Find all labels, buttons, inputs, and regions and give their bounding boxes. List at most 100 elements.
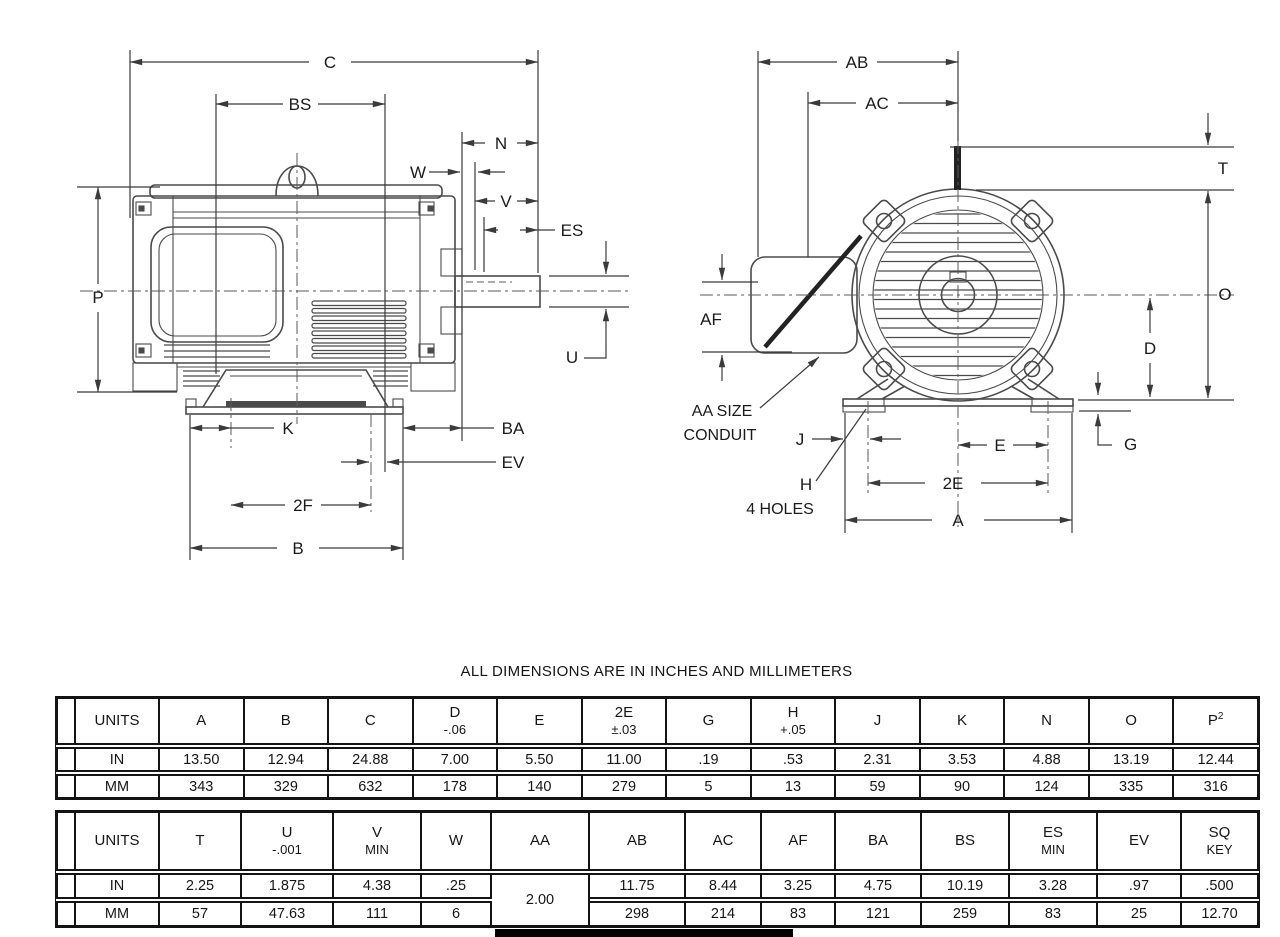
dim-label-w: W	[410, 163, 426, 182]
col-header-u: U-.001	[242, 811, 334, 871]
dim-value: 1.875	[242, 873, 334, 899]
dim-label-p: P	[92, 288, 103, 307]
motor-dimension-drawing: C BS N W V ES	[77, 50, 1234, 560]
col-header-af: AF	[762, 811, 836, 871]
dim-label-h: H	[800, 475, 812, 494]
dim-label-g: G	[1124, 435, 1137, 454]
col-header-w: W	[422, 811, 492, 871]
dim-value: 5	[667, 774, 752, 799]
dim-value: 7.00	[413, 747, 499, 772]
dim-label-k: K	[282, 419, 294, 438]
dim-value: 12.94	[244, 747, 330, 772]
col-header-units: UNITS	[76, 811, 160, 871]
dim-value: 279	[582, 774, 668, 799]
dim-value: 12.70	[1182, 901, 1259, 927]
col-header-bs: BS	[922, 811, 1010, 871]
col-header-b: B	[244, 697, 330, 745]
dim-value: .500	[1182, 873, 1259, 899]
unit-cell: IN	[76, 873, 160, 899]
dim-label-o: O	[1218, 285, 1231, 304]
table-row-inches: IN 2.25 1.875 4.38 .25 2.00 11.75 8.44 3…	[56, 873, 1259, 927]
annotation-conduit-line1: AA SIZE	[692, 403, 752, 420]
dim-label-d: D	[1144, 339, 1156, 358]
front-view-motor-outline	[700, 141, 1234, 527]
dim-label-ev: EV	[502, 453, 525, 472]
dim-label-es: ES	[561, 221, 584, 240]
col-header-c: C	[329, 697, 414, 745]
dim-value: 4.75	[836, 873, 922, 899]
col-header-ac: AC	[686, 811, 762, 871]
dim-value: 4.88	[1005, 747, 1090, 772]
dim-value: 13.19	[1089, 747, 1175, 772]
spacer-cell	[56, 811, 76, 871]
dim-value: 3.53	[920, 747, 1006, 772]
dimensions-table-primary: UNITS A B C D-.06 E 2E±.03 G H+.05 J K N…	[55, 696, 1260, 800]
col-header-2e: 2E±.03	[582, 697, 668, 745]
partial-table-edge-bar	[495, 929, 793, 937]
dim-value: .97	[1098, 873, 1182, 899]
dim-value: 12.44	[1174, 747, 1259, 772]
unit-cell: MM	[76, 774, 160, 799]
side-view-dimensions: C BS N W V ES	[77, 50, 629, 560]
spacer-cell	[56, 774, 76, 799]
dim-value: 298	[590, 901, 686, 927]
spacer-cell	[56, 873, 76, 899]
dim-value: 316	[1174, 774, 1259, 799]
dim-value: 47.63	[242, 901, 334, 927]
col-header-j: J	[836, 697, 921, 745]
col-header-aa: AA	[492, 811, 590, 871]
dim-value: 83	[1010, 901, 1098, 927]
col-header-o: O	[1089, 697, 1175, 745]
dim-value: 59	[836, 774, 921, 799]
table-row-millimeters: MM 57 47.63 111 6 298 214 83 121 259 83 …	[56, 901, 1259, 927]
unit-cell: MM	[76, 901, 160, 927]
dim-value: 4.38	[334, 873, 422, 899]
dim-label-e: E	[994, 436, 1005, 455]
dim-value: 90	[920, 774, 1006, 799]
dim-label-t: T	[1218, 159, 1228, 178]
dim-value: 6	[422, 901, 492, 927]
dim-value: .53	[751, 747, 837, 772]
dim-value: 2.31	[836, 747, 921, 772]
dim-value: 214	[686, 901, 762, 927]
dim-value: 11.75	[590, 873, 686, 899]
dim-value: 124	[1005, 774, 1090, 799]
dim-label-c: C	[324, 53, 336, 72]
spacer-cell	[56, 697, 76, 745]
dim-label-a: A	[952, 511, 964, 530]
col-header-k: K	[920, 697, 1006, 745]
col-header-g: G	[667, 697, 752, 745]
dim-value: 121	[836, 901, 922, 927]
dim-value: 25	[1098, 901, 1182, 927]
col-header-ab: AB	[590, 811, 686, 871]
side-view-motor-outline	[80, 153, 632, 424]
dim-label-bs: BS	[289, 95, 312, 114]
spacer-cell	[56, 747, 76, 772]
dim-value: 24.88	[329, 747, 414, 772]
dim-label-ac: AC	[865, 94, 889, 113]
dim-value: 10.19	[922, 873, 1010, 899]
dim-value: .19	[667, 747, 752, 772]
table-title: ALL DIMENSIONS ARE IN INCHES AND MILLIME…	[460, 663, 853, 680]
dim-value: 13.50	[160, 747, 245, 772]
dim-label-ba: BA	[502, 419, 525, 438]
col-header-ba: BA	[836, 811, 922, 871]
col-header-ev: EV	[1098, 811, 1182, 871]
dim-label-2f: 2F	[293, 496, 313, 515]
dim-value: 140	[498, 774, 583, 799]
dim-value: 343	[160, 774, 245, 799]
dim-label-af: AF	[700, 310, 722, 329]
dim-value: 259	[922, 901, 1010, 927]
dim-value: 11.00	[582, 747, 668, 772]
table-row-millimeters: MM 343 329 632 178 140 279 5 13 59 90 12…	[56, 774, 1259, 799]
col-header-d: D-.06	[413, 697, 499, 745]
dim-value: 83	[762, 901, 836, 927]
dim-value: 57	[160, 901, 242, 927]
front-view-dimensions: AB AC T O D G	[684, 51, 1234, 533]
